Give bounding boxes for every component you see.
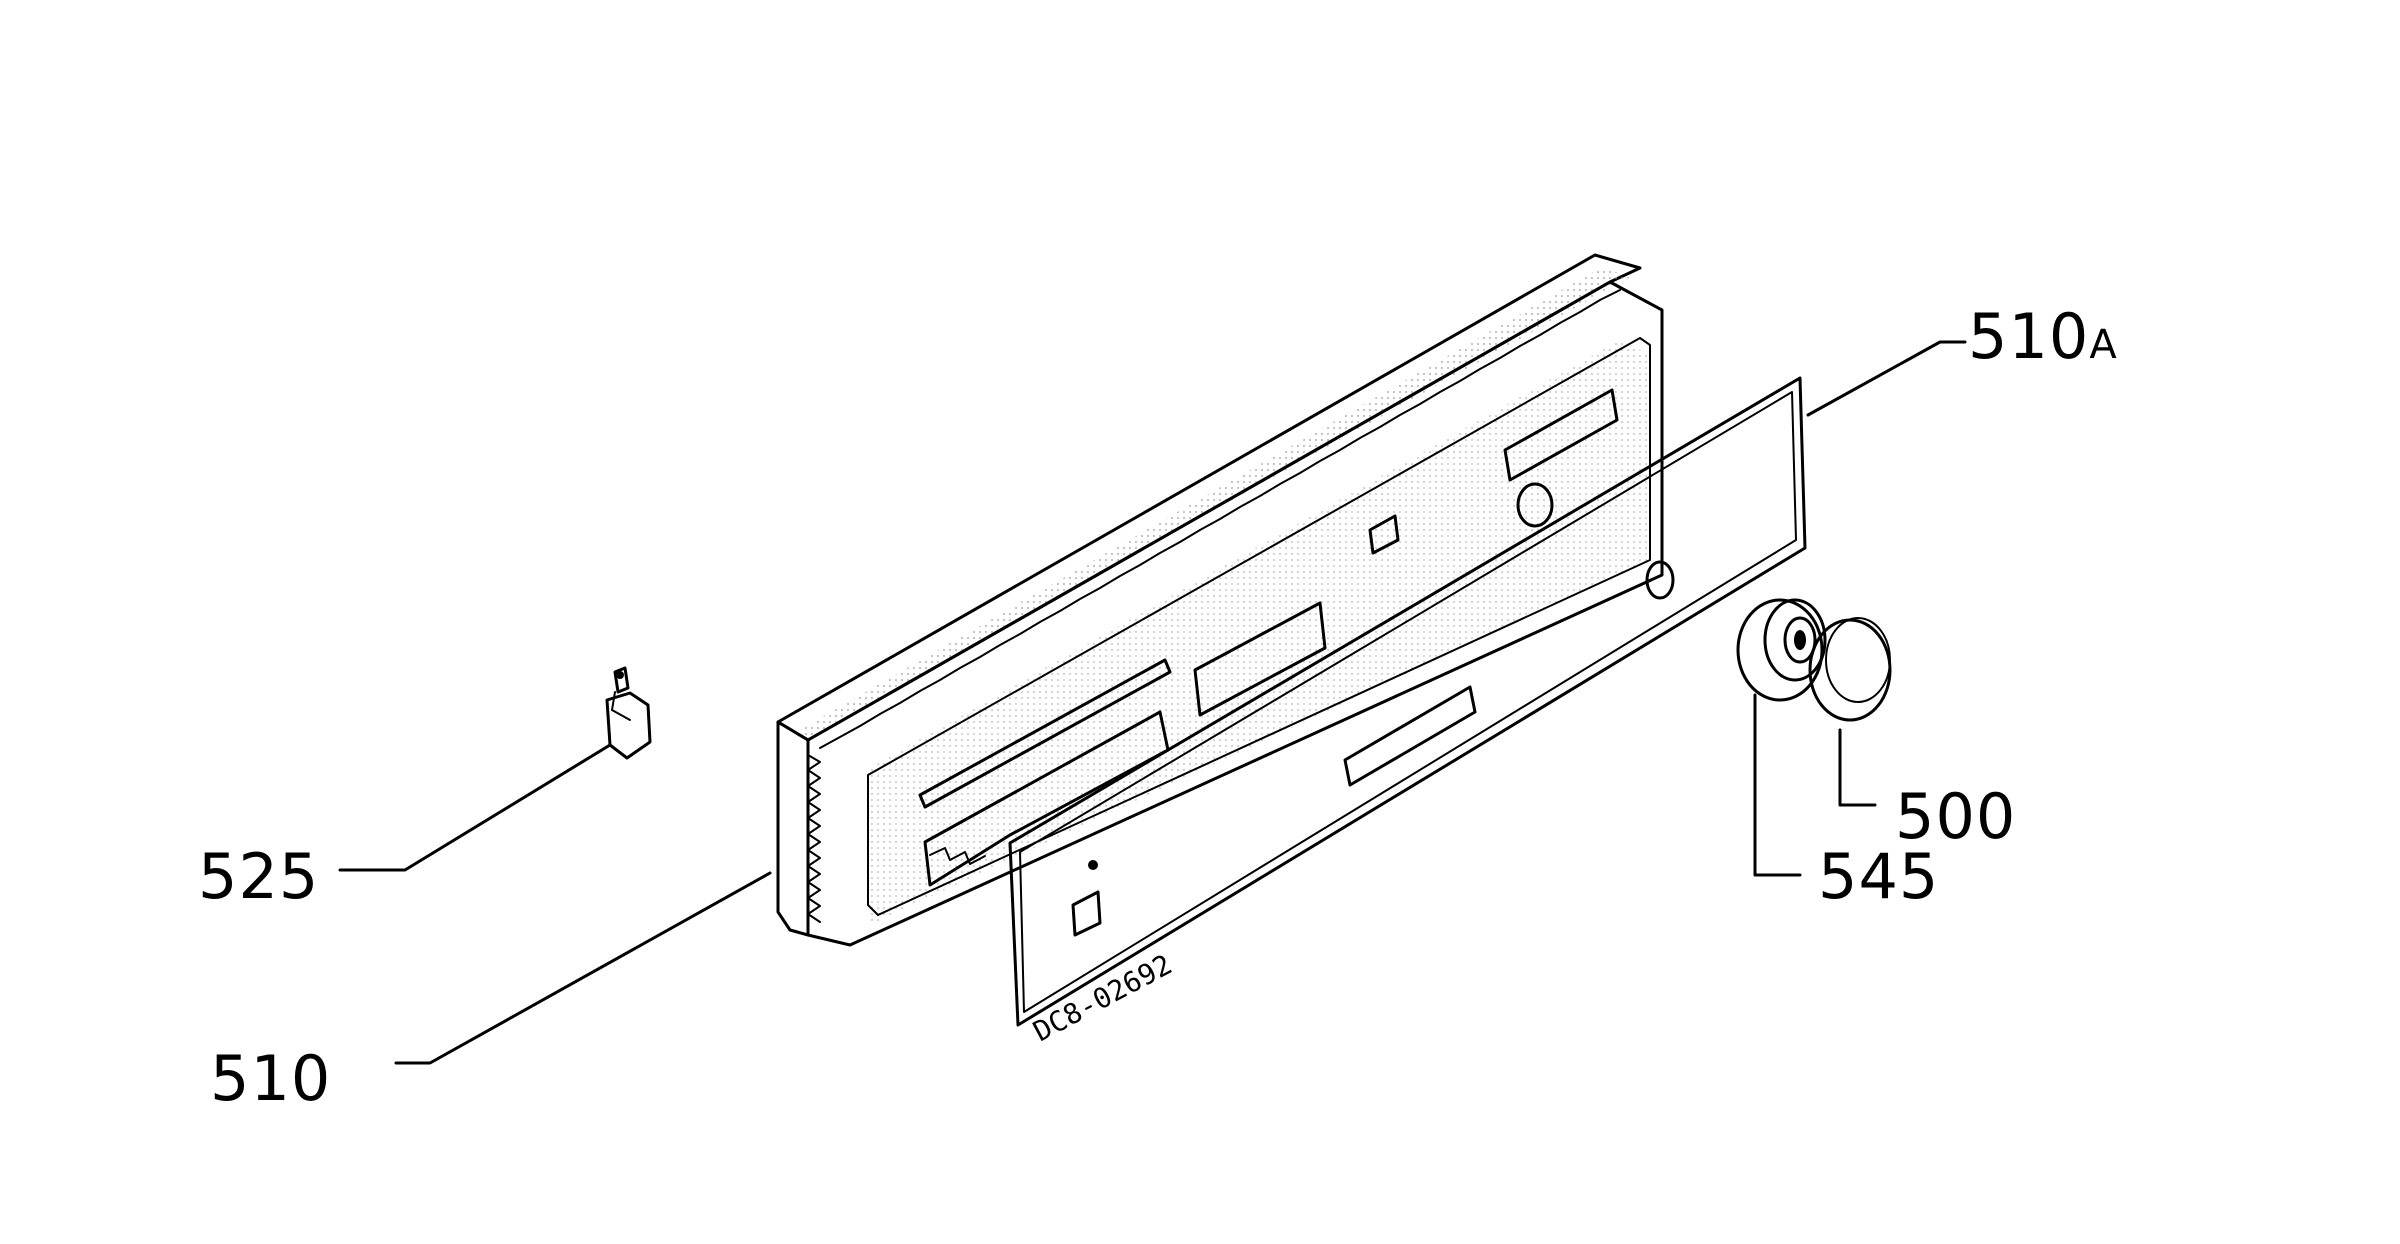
label-510: 510 [210, 1042, 331, 1115]
label-510a-number: 510 [1968, 300, 2089, 373]
label-545: 545 [1818, 840, 1939, 913]
knob-cap-500 [1808, 617, 1892, 722]
console-housing-510 [776, 253, 1664, 947]
label-510a-suffix: A [2089, 322, 2117, 368]
label-500: 500 [1895, 780, 2016, 853]
clip-part-525 [605, 666, 652, 760]
leader-lines [338, 340, 1967, 1065]
knob-base-545 [1736, 598, 1827, 702]
label-510a: 510A [1968, 300, 2117, 373]
label-525: 525 [198, 840, 319, 913]
